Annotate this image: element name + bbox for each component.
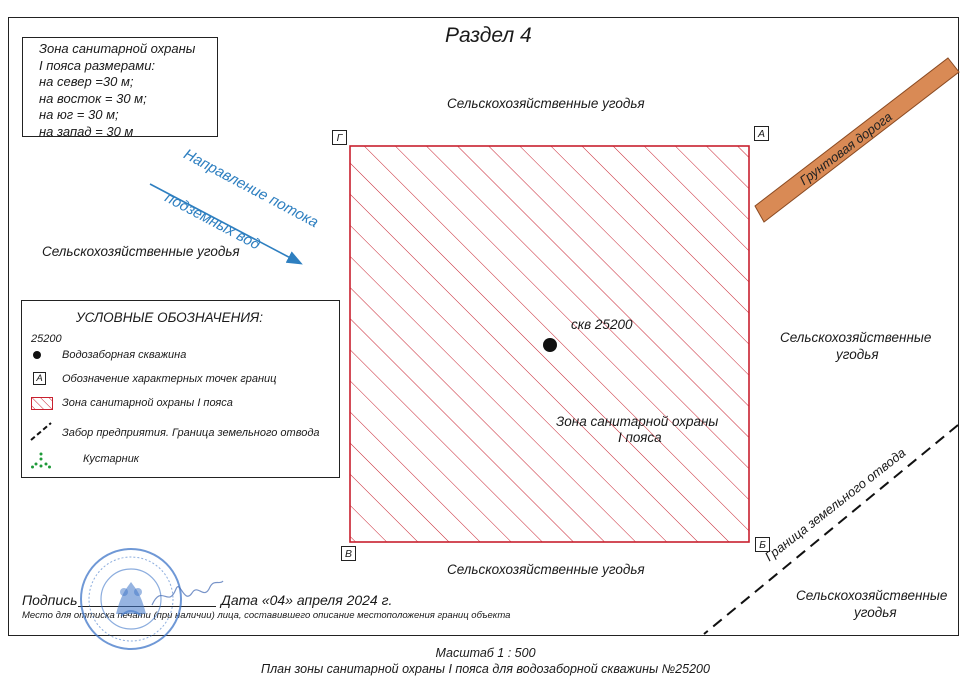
corner-marker-b: Б	[755, 537, 770, 552]
legend-zone: Зона санитарной охраны I пояса	[62, 397, 233, 409]
label-zone-2: I пояса	[618, 430, 662, 445]
legend-points: Обозначение характерных точек границ	[62, 373, 277, 385]
section-title: Раздел 4	[445, 24, 532, 47]
seal-stamp-icon	[80, 548, 182, 650]
water-flow-arrow	[149, 183, 303, 265]
well-marker	[543, 338, 557, 352]
legend-box: УСЛОВНЫЕ ОБОЗНАЧЕНИЯ: 25200 Водозаборная…	[21, 300, 340, 478]
label-agri-br-1: Сельскохозяйственные	[796, 588, 948, 603]
dirt-road	[754, 57, 960, 223]
signature-icon	[151, 580, 224, 606]
label-agri-br-2: угодья	[854, 605, 897, 620]
label-agri-right-1: Сельскохозяйственные	[780, 330, 932, 345]
label-well: скв 25200	[571, 317, 633, 332]
zone-size-box: Зона санитарной охраны I пояса размерами…	[22, 37, 218, 139]
zone-size-line: I пояса размерами:	[39, 57, 156, 73]
stamp-note: Место для оттиска печати (при наличии) л…	[22, 610, 511, 621]
corner-marker-a: А	[754, 126, 769, 141]
zone-size-line: на восток = 30 м;	[39, 90, 147, 106]
label-agri-right-2: угодья	[836, 347, 879, 362]
signature-prefix: Подпись	[22, 592, 78, 608]
shrub-icon	[31, 452, 51, 469]
zone-size-line: на юг = 30 м;	[39, 107, 119, 123]
label-agri-left: Сельскохозяйственные угодья	[42, 244, 240, 259]
legend-well-number: 25200	[31, 333, 62, 345]
label-zone-1: Зона санитарной охраны	[556, 414, 719, 429]
signature-date: Дата «04» апреля 2024 г.	[221, 592, 393, 608]
filled-circle-icon	[33, 351, 41, 359]
zone-size-line: на запад = 30 м	[39, 123, 134, 139]
hatch-swatch-icon	[31, 397, 53, 410]
zone-size-line: Зона санитарной охраны	[39, 41, 196, 56]
corner-marker-g: Г	[332, 130, 347, 145]
zone-size-line: на север =30 м;	[39, 74, 134, 90]
legend-well: Водозаборная скважина	[62, 349, 187, 361]
corner-marker-v: В	[341, 546, 356, 561]
legend-title: УСЛОВНЫЕ ОБОЗНАЧЕНИЯ:	[76, 310, 263, 325]
legend-shrub: Кустарник	[83, 453, 139, 465]
dashed-line-icon	[30, 422, 52, 441]
legend-point-box: А	[33, 372, 46, 385]
scale-caption: Масштаб 1 : 500	[435, 646, 536, 660]
legend-fence: Забор предприятия. Граница земельного от…	[62, 427, 320, 439]
signature-line	[78, 606, 216, 607]
label-agri-bottom: Сельскохозяйственные угодья	[447, 562, 645, 577]
allotment-boundary-line	[703, 424, 959, 635]
plan-caption: План зоны санитарной охраны I пояса для …	[261, 662, 710, 676]
label-agri-top: Сельскохозяйственные угодья	[447, 96, 645, 111]
